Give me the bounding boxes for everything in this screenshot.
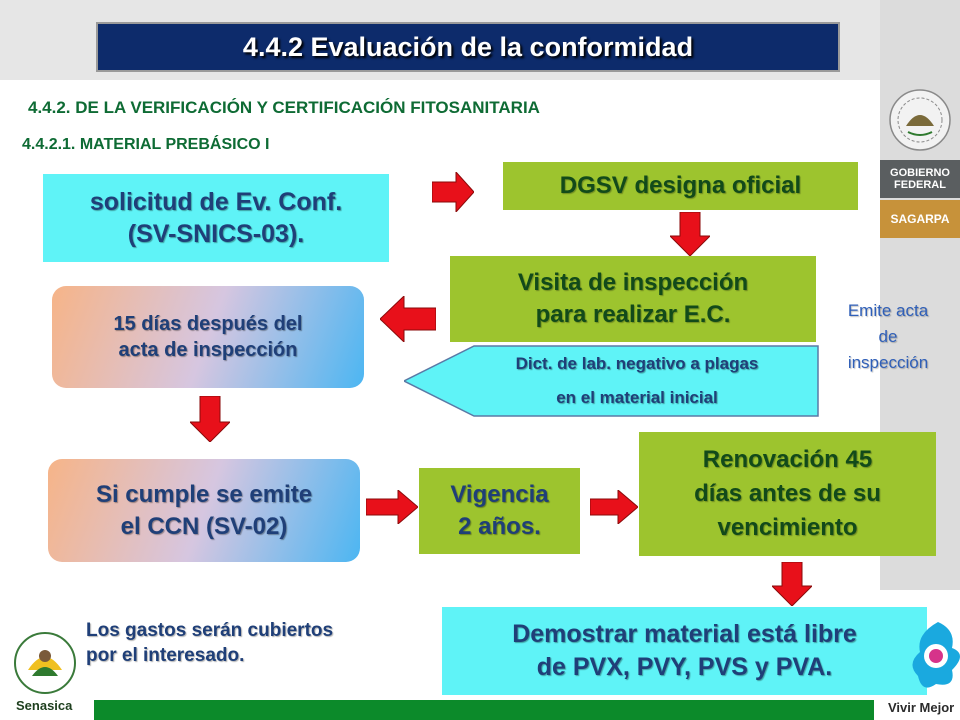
renovacion-line-1: Renovación 45 <box>702 446 873 473</box>
quince-dias-line-1: 15 días después del <box>113 313 303 335</box>
subsection-heading: 4.4.2.1. MATERIAL PREBÁSICO I <box>22 136 270 153</box>
sagarpa-label: SAGARPA <box>890 212 950 226</box>
renovacion-box: Renovación 45 días antes de su vencimien… <box>639 432 936 556</box>
senasica-logo-icon <box>14 632 76 694</box>
sagarpa-badge: SAGARPA <box>880 200 960 238</box>
cumple-line-2: el CCN (SV-02) <box>120 512 288 540</box>
gobierno-label: GOBIERNO <box>890 167 950 179</box>
federal-label: FEDERAL <box>894 179 946 191</box>
gastos-line-2: por el interesado. <box>86 645 245 666</box>
footer-bar <box>94 700 874 720</box>
emite-line-3: inspección <box>847 353 929 372</box>
dict-line-2: en el material inicial <box>556 388 718 407</box>
quince-dias-line-2: acta de inspección <box>118 339 298 361</box>
demostrar-line-1: Demostrar material está libre <box>512 620 857 648</box>
visita-line-1: Visita de inspección <box>517 269 749 296</box>
dict-lab-text: Dict. de lab. negativo a plagas en el ma… <box>404 344 820 418</box>
solicitud-line-2: (SV-SNICS-03). <box>127 220 305 248</box>
page-title: 4.4.2 Evaluación de la conformidad <box>242 31 694 62</box>
senasica-label: Senasica <box>16 698 73 713</box>
arrow-right-icon <box>590 490 638 524</box>
arrow-right-icon <box>366 490 418 524</box>
vigencia-line-1: Vigencia <box>450 481 549 508</box>
solicitud-line-1: solicitud de Ev. Conf. <box>89 188 343 216</box>
arrow-down-icon <box>772 562 812 606</box>
emite-line-1: Emite acta <box>847 301 929 320</box>
visita-line-2: para realizar E.C. <box>535 301 731 328</box>
dgsv-label: DGSV designa oficial <box>559 172 802 199</box>
quince-dias-box: 15 días después del acta de inspección <box>52 286 364 388</box>
demostrar-box: Demostrar material está libre de PVX, PV… <box>442 607 927 695</box>
arrow-right-icon <box>432 172 474 212</box>
gastos-line-1: Los gastos serán cubiertos <box>86 620 334 641</box>
renovacion-line-3: vencimiento <box>717 514 858 541</box>
visita-box: Visita de inspección para realizar E.C. <box>450 256 816 342</box>
dict-lab-shape <box>404 345 819 417</box>
demostrar-line-2: de PVX, PVY, PVS y PVA. <box>536 653 833 681</box>
gastos-text: Los gastos serán cubiertos por el intere… <box>86 618 333 668</box>
dict-line-1: Dict. de lab. negativo a plagas <box>515 354 759 373</box>
cumple-line-1: Si cumple se emite <box>95 480 313 508</box>
emite-acta-text: Emite acta de inspección <box>826 298 950 376</box>
vivir-mejor-label: Vivir Mejor <box>888 700 955 715</box>
emite-line-2: de <box>878 327 898 346</box>
cumple-box: Si cumple se emite el CCN (SV-02) <box>48 459 360 562</box>
gobierno-federal-badge: GOBIERNO FEDERAL <box>880 160 960 198</box>
vivir-mejor-logo-icon <box>912 622 960 688</box>
vigencia-line-2: 2 años. <box>458 513 541 540</box>
arrow-down-icon <box>670 212 710 256</box>
vigencia-box: Vigencia 2 años. <box>419 468 580 554</box>
dgsv-box: DGSV designa oficial <box>503 162 858 210</box>
solicitud-box: solicitud de Ev. Conf. (SV-SNICS-03). <box>43 174 389 262</box>
arrow-left-icon <box>380 296 436 342</box>
title-bar: 4.4.2 Evaluación de la conformidad <box>96 22 840 72</box>
arrow-down-icon <box>190 396 230 442</box>
mexico-coat-of-arms-icon <box>889 89 951 151</box>
renovacion-line-2: días antes de su <box>694 480 881 507</box>
section-heading: 4.4.2. DE LA VERIFICACIÓN Y CERTIFICACIÓ… <box>28 98 540 117</box>
